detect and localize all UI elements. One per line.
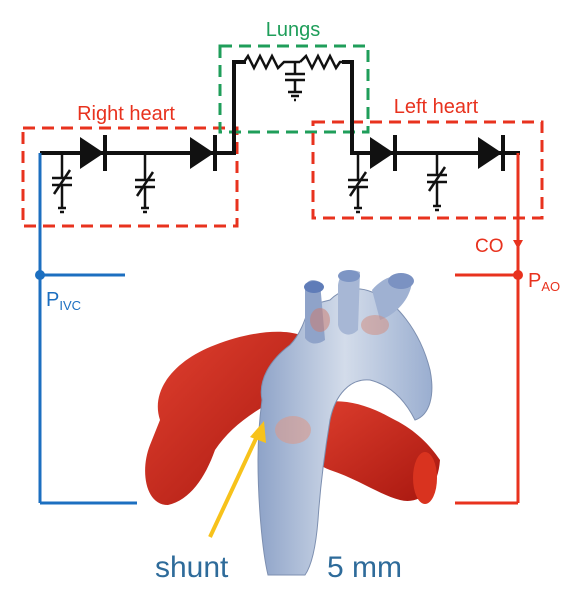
variable-capacitor-icon bbox=[135, 153, 155, 214]
stress-patch bbox=[361, 315, 389, 335]
aortic-branch-3-cap bbox=[388, 273, 414, 289]
diode-icon bbox=[370, 135, 397, 171]
p-ivc-node bbox=[35, 270, 45, 280]
aortic-branch-1-cap bbox=[304, 281, 324, 293]
variable-capacitor-icon bbox=[52, 153, 72, 214]
lungs-ground-icon bbox=[288, 90, 302, 102]
aortic-branch-2-cap bbox=[338, 270, 360, 282]
co-label: CO bbox=[475, 236, 504, 257]
venous-line bbox=[38, 153, 137, 505]
right-heart-box bbox=[21, 126, 239, 228]
pulmonary-artery-right bbox=[296, 401, 440, 501]
variable-capacitor-icon bbox=[427, 153, 447, 212]
diode-icon bbox=[478, 135, 505, 171]
p-ao-label: PAO bbox=[528, 270, 560, 294]
lungs-capacitor-icon bbox=[285, 62, 305, 92]
shunt-label: shunt bbox=[155, 551, 229, 584]
lungs-label: Lungs bbox=[266, 19, 321, 41]
circuit-wires bbox=[40, 60, 520, 155]
lungs-box bbox=[218, 44, 370, 134]
diode-icon bbox=[190, 135, 217, 171]
p-ivc-label: PIVC bbox=[46, 289, 81, 313]
aortic-branch-2 bbox=[338, 270, 360, 335]
co-arrow-icon bbox=[513, 240, 523, 249]
variable-capacitor-icon bbox=[348, 153, 368, 214]
p-ao-node bbox=[513, 270, 523, 280]
left-heart-box bbox=[311, 120, 544, 220]
shunt-arrow-icon bbox=[208, 421, 266, 538]
arterial-line bbox=[455, 153, 520, 505]
right-heart-label: Right heart bbox=[77, 103, 175, 125]
stress-patch bbox=[275, 416, 311, 444]
diode-icon bbox=[80, 135, 107, 171]
pulmonary-artery-end-cap bbox=[413, 452, 437, 504]
vessel-model-illustration bbox=[145, 270, 440, 576]
shunt-size-label: 5 mm bbox=[327, 551, 402, 584]
stress-patch bbox=[310, 308, 330, 332]
left-heart-label: Left heart bbox=[394, 96, 479, 118]
